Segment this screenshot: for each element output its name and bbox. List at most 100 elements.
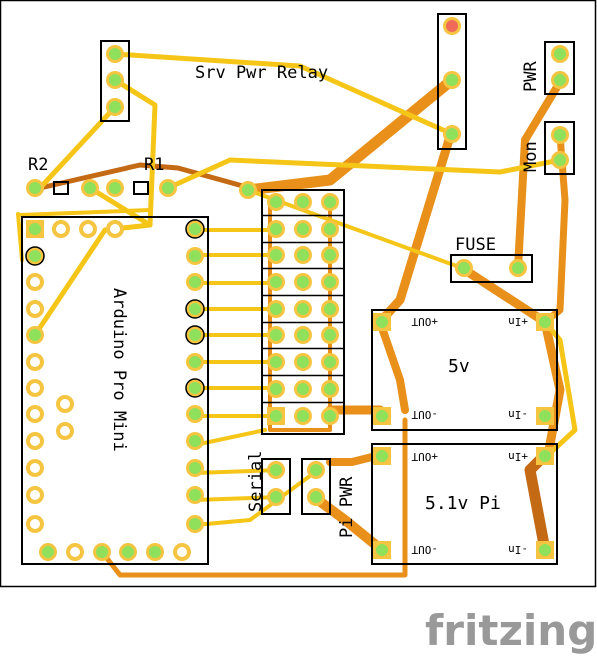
arduino-bottom-pad <box>39 543 57 561</box>
header-block-pad <box>321 326 339 344</box>
resistor-pad <box>106 179 124 197</box>
header-block-pad <box>294 193 312 211</box>
reg-pi-out-minus: -OUT <box>411 543 438 556</box>
header-block-pad <box>294 326 312 344</box>
pads <box>25 17 569 561</box>
arduino-top-pad <box>79 220 97 238</box>
r2-label: R2 <box>28 155 48 175</box>
relay-left-pad <box>106 71 124 89</box>
fuse-outline <box>450 254 533 283</box>
header-block-pad <box>294 407 312 425</box>
arduino-right-pad <box>186 353 204 371</box>
relay-right-pad-2 <box>443 71 461 89</box>
arduino-right-pad <box>186 459 204 477</box>
reg-5v-in-minus-pad <box>536 407 554 425</box>
mon-pad <box>551 151 569 169</box>
arduino-left-pad <box>26 300 44 318</box>
header-block-pad <box>321 380 339 398</box>
relay-right-pad-1 <box>443 17 461 35</box>
arduino-left-pad <box>26 405 44 423</box>
header-block-pad <box>321 300 339 318</box>
header-block-pad <box>321 193 339 211</box>
reg-5v-out-minus-pad <box>373 407 391 425</box>
arduino-mid-pad <box>56 422 74 440</box>
resistor-pad <box>159 179 177 197</box>
pi-pwr-header-outline <box>301 458 331 515</box>
arduino-left-pad <box>26 326 44 344</box>
header-block-pad <box>267 326 285 344</box>
arduino-right-pad <box>186 405 204 423</box>
via-pad <box>239 181 257 199</box>
reg-pi-in-plus: +In <box>508 450 528 463</box>
arduino-bottom-pad <box>66 543 84 561</box>
arduino-bottom-pad <box>146 543 164 561</box>
pin-header-grid <box>262 214 344 404</box>
fuse-label: FUSE <box>455 235 496 255</box>
header-block-pad <box>267 380 285 398</box>
header-block-pad <box>294 220 312 238</box>
header-block-pad <box>294 246 312 264</box>
mon-header-outline <box>544 121 575 175</box>
fuse-pad-1 <box>455 259 473 277</box>
serial-pad <box>267 461 285 479</box>
reg-pi-out-minus-pad <box>373 541 391 559</box>
header-block-pad <box>294 380 312 398</box>
arduino-right-pad <box>186 273 204 291</box>
arduino-top-pad <box>52 220 70 238</box>
pin-header-block-outline <box>261 189 345 435</box>
arduino-right-pad <box>186 432 204 450</box>
reg-pi-out-plus: +OUT <box>411 450 438 463</box>
arduino-right-pad <box>185 325 205 345</box>
arduino-left-pad <box>26 220 44 238</box>
relay-right-pad-3 <box>443 125 461 143</box>
arduino-left-pad <box>25 246 45 266</box>
relay-label: Srv Pwr Relay <box>195 63 328 83</box>
r1-body <box>133 181 149 195</box>
serial-label: Serial <box>246 451 266 512</box>
reg-pi-in-minus-pad <box>536 541 554 559</box>
component-outlines <box>21 13 575 565</box>
arduino-label: Arduino Pro Mini <box>109 288 129 452</box>
arduino-bottom-pad <box>173 543 191 561</box>
relay-header-left-outline <box>100 40 130 122</box>
fuse-pad-2 <box>509 259 527 277</box>
arduino-right-pad <box>186 247 204 265</box>
arduino-top-pad <box>106 220 124 238</box>
arduino-bottom-pad <box>119 543 137 561</box>
pwr-label: PWR <box>521 61 541 92</box>
reg-pi-in-minus: -In <box>508 543 528 556</box>
arduino-left-pad <box>26 515 44 533</box>
resistor-pad <box>81 179 99 197</box>
reg-pi-in-plus-pad <box>536 447 554 465</box>
arduino-right-pad <box>185 378 205 398</box>
pi-pwr-pad <box>307 461 325 479</box>
relay-left-pad <box>106 98 124 116</box>
serial-pad <box>267 488 285 506</box>
reg-5v-in-plus-pad <box>536 313 554 331</box>
reg-5v-out-minus: -OUT <box>411 408 438 421</box>
arduino-left-pad <box>26 273 44 291</box>
mon-label: Mon <box>521 141 541 172</box>
arduino-right-pad <box>185 299 205 319</box>
mon-pad <box>551 126 569 144</box>
header-block-pad <box>321 220 339 238</box>
header-block-pad <box>267 407 285 425</box>
arduino-right-pad <box>186 515 204 533</box>
reg-5v-out-plus: +OUT <box>411 315 438 328</box>
header-block-pad <box>294 273 312 291</box>
pi-pwr-pad <box>307 488 325 506</box>
pwr-pad <box>551 45 569 63</box>
arduino-left-pad <box>26 459 44 477</box>
pwr-header-outline <box>544 41 575 95</box>
reg-pi-outline <box>371 443 558 565</box>
arduino-left-pad <box>26 432 44 450</box>
arduino-left-pad <box>26 379 44 397</box>
header-block-pad <box>294 300 312 318</box>
header-block-pad <box>267 193 285 211</box>
reg-5v-out-plus-pad <box>373 313 391 331</box>
r2-body <box>53 181 69 195</box>
reg-5v-outline <box>371 309 558 431</box>
reg-pi-label: 5.1v Pi <box>425 493 501 514</box>
fritzing-watermark: fritzing <box>425 606 597 655</box>
